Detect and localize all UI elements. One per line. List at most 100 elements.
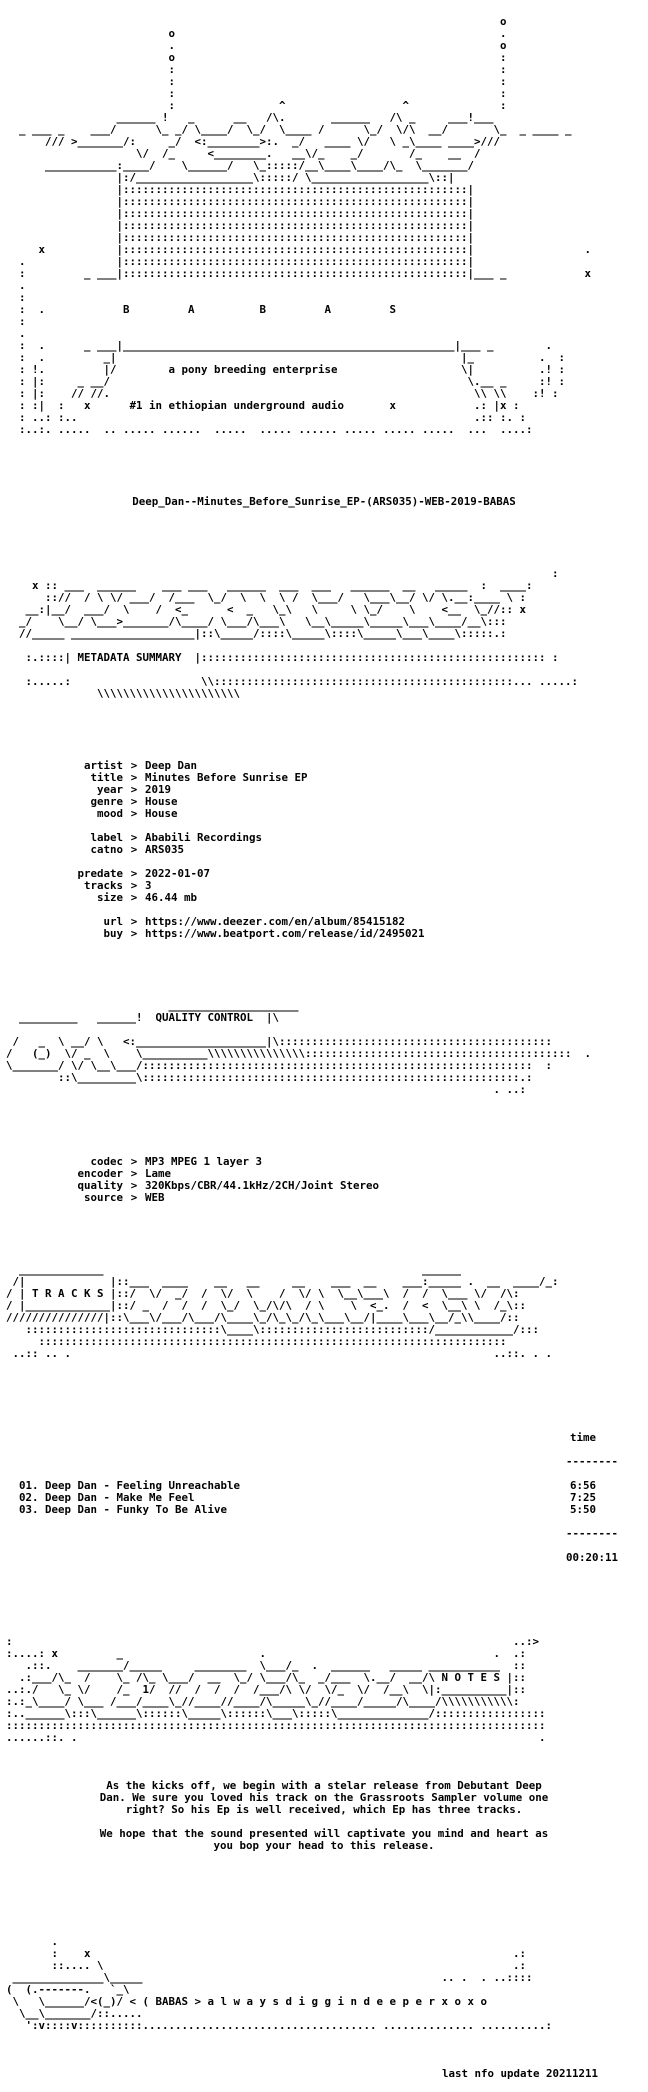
track-time: 6:56: [569, 1479, 596, 1492]
metadata-row: artist>Deep Dan: [6, 760, 642, 772]
footer-ascii-art: . : x .: ::.... \ .: ______________\____…: [6, 1936, 642, 2032]
footer-art-line: \ \______/<(_)/ < ( BABAS > a l w a y s …: [6, 1995, 488, 2008]
metadata-separator: >: [130, 783, 138, 796]
quality-key: quality: [77, 1179, 123, 1192]
header-art-line: x |:::::::::::::::::::::::::::::::::::::…: [6, 243, 592, 256]
metadata-ascii-art-top: : x :: ___ ______ ___ ___ ______ ___ ___…: [6, 568, 642, 640]
header-art-line: |:::::::::::::::::::::::::::::::::::::::…: [6, 219, 475, 232]
header-art-line: o :: [6, 51, 507, 64]
header-art-line: ___________:____/ \______/ \_:::::/__\__…: [6, 159, 475, 172]
header-art-line: : . _ ___|______________________________…: [6, 339, 553, 352]
quality-separator: >: [130, 1167, 138, 1180]
header-art-line: . o: [6, 39, 507, 52]
header-art-line: : ^ ^ :: [6, 99, 507, 112]
metadata-row: catno > ARS035: [6, 844, 642, 856]
metadata-section-label: METADATA SUMMARY: [77, 651, 182, 664]
metadata-separator: >: [130, 879, 138, 892]
metadata-row: url > https://www.deezer.com/en/album/8541…: [6, 916, 642, 928]
header-art-line: : :: [6, 63, 507, 76]
metadata-separator: >: [130, 915, 138, 928]
metadata-key: artist: [83, 759, 123, 772]
header-art-line: |:::::::::::::::::::::::::::::::::::::::…: [6, 207, 475, 220]
metadata-separator: >: [130, 759, 138, 772]
tracks-total-time: 00:20:11: [566, 1551, 619, 1564]
header-art-line: : . B A B A S: [6, 303, 397, 316]
quality-art-line: _________ ______! QUALITY CONTROL |\: [6, 1011, 280, 1024]
notes-line: right? So his Ep is well received, which…: [125, 1803, 523, 1816]
header-art-line: :: [6, 315, 26, 328]
tracklist: time -------- 01. Deep Dan - Feeling Unr…: [6, 1420, 642, 1576]
notes-art-line: ::::::::::::::::::::::::::::::::::::::::…: [6, 1719, 546, 1732]
notes-line: We hope that the sound presented will ca…: [99, 1827, 549, 1840]
notes-line: As the kicks off, we begin with a stelar…: [106, 1779, 542, 1792]
nfo-document: o o . . o o: [6, 4, 642, 2092]
header-art-line: : . _| |_ . :: [6, 351, 566, 364]
header-art-line: : ..: :.. .:: :. :: [6, 411, 527, 424]
metadata-row: size>46.44 mb: [6, 892, 642, 904]
quality-row: quality>320Kbps/CBR/44.1kHz/2CH/Joint St…: [6, 1180, 642, 1192]
metadata-row: title>Minutes Before Sunrise EP: [6, 772, 642, 784]
header-art-line: \/ /_ <________. __\/_ _/ /_ __ /: [6, 147, 481, 160]
footer-art-line: .: [6, 1935, 59, 1948]
track-title: 03. Deep Dan - Funky To Be Alive: [6, 1503, 228, 1516]
metadata-value: Minutes Before Sunrise EP: [145, 771, 308, 784]
tracks-total-divider: --------: [566, 1527, 619, 1540]
release-name: Deep_Dan--Minutes_Before_Sunrise_EP-(ARS…: [132, 495, 516, 508]
quality-value: Lame: [145, 1167, 172, 1180]
quality-separator: >: [130, 1191, 138, 1204]
quality-value: 320Kbps/CBR/44.1kHz/2CH/Joint Stereo: [145, 1179, 380, 1192]
quality-separator: >: [130, 1155, 138, 1168]
footer-art-line: \__\_______/::.....: [6, 2007, 143, 2020]
tracks-ascii-art: _____________ ______ /| |::___ ____ __ _…: [6, 1264, 642, 1360]
metadata-value: House: [145, 807, 178, 820]
metadata-art-line: ::// / \ \/ ___/ /___ \_/ \ \ \ / \___/ …: [6, 591, 527, 604]
metadata-value: 2019: [145, 783, 172, 796]
tracks-art-line: ///////////////|::\___\/___/\___/\____\_…: [6, 1311, 520, 1324]
tracks-art-line: / |_____________|::/ _ / / / \_/ \_/\/\ …: [6, 1299, 527, 1312]
metadata-value: https://www.deezer.com/en/album/85415182: [145, 915, 406, 928]
header-art-line: : :: [6, 87, 507, 100]
metadata-value: ARS035: [145, 843, 185, 856]
tracks-time-divider: --------: [566, 1455, 619, 1468]
quality-key: codec: [90, 1155, 123, 1168]
metadata-row: buy>https://www.beatport.com/release/id/…: [6, 928, 642, 940]
footer-art-line: ______________\_____ .. . . ..::::: [6, 1971, 533, 1984]
track-time: 7:25: [569, 1491, 596, 1504]
metadata-row: year>2019: [6, 784, 642, 796]
metadata-key: label: [90, 831, 123, 844]
quality-art-line: / (_) \/ _ \ \__________\\\\\\\\\\\\\\\:…: [6, 1047, 592, 1060]
metadata-key: url: [103, 915, 123, 928]
metadata-art-line: :.....: \\::::::::::::::::::::::::::::::…: [6, 675, 579, 688]
metadata-separator: >: [130, 843, 138, 856]
quality-ascii-art-bottom: / _ \ __/ \ <:____________________|\::::…: [6, 1036, 642, 1096]
metadata-key: catno: [90, 843, 123, 856]
notes-line: Dan. We sure you loved his track on the …: [99, 1791, 549, 1804]
tracks-art-line: ..:: .. . ..::. . .: [6, 1347, 553, 1360]
metadata-key: size: [96, 891, 123, 904]
metadata-value: 2022-01-07: [145, 867, 211, 880]
footer-art-line: : x .:: [6, 1947, 527, 1960]
metadata-row: tracks>3: [6, 880, 642, 892]
notes-art-line: :....: x _ . . .:: [6, 1647, 527, 1660]
metadata-value: 46.44 mb: [145, 891, 198, 904]
notes-art-line: .:___/\_ / \_ /\_ \___/ __ \_/ \___/\_ _…: [6, 1671, 527, 1684]
footer-art-line: ::.... \ .:: [6, 1959, 527, 1972]
header-art-line: : :: [6, 75, 507, 88]
header-art-line: : |: // //. \\ \\ :! :: [6, 387, 559, 400]
header-art-line: : :| : x #1 in ethiopian underground aud…: [6, 399, 520, 412]
notes-art-line: ..:./ \_ \/ /_ 1/ // / / / /___/\ \/ \/_…: [6, 1683, 527, 1696]
quality-value: MP3 MPEG 1 layer 3: [145, 1155, 263, 1168]
header-art-line: |:::::::::::::::::::::::::::::::::::::::…: [6, 183, 475, 196]
metadata-section-label-row: :.::::| METADATA SUMMARY |::::::::::::::…: [6, 651, 559, 664]
quality-art-line: ::\_________\:::::::::::::::::::::::::::…: [6, 1071, 533, 1084]
notes-line: you bop your head to this release.: [213, 1839, 435, 1852]
metadata-art-line: x :: ___ ______ ___ ___ ______ ___ ___ _…: [6, 579, 533, 592]
header-art-line: .: [6, 327, 26, 340]
metadata-key: predate: [77, 867, 123, 880]
notes-art-line: .::. _______/_____ ________ \___/_ . ___…: [6, 1659, 527, 1672]
quality-art-line: / _ \ __/ \ <:____________________|\::::…: [6, 1035, 553, 1048]
header-art-line: |:::::::::::::::::::::::::::::::::::::::…: [6, 231, 475, 244]
